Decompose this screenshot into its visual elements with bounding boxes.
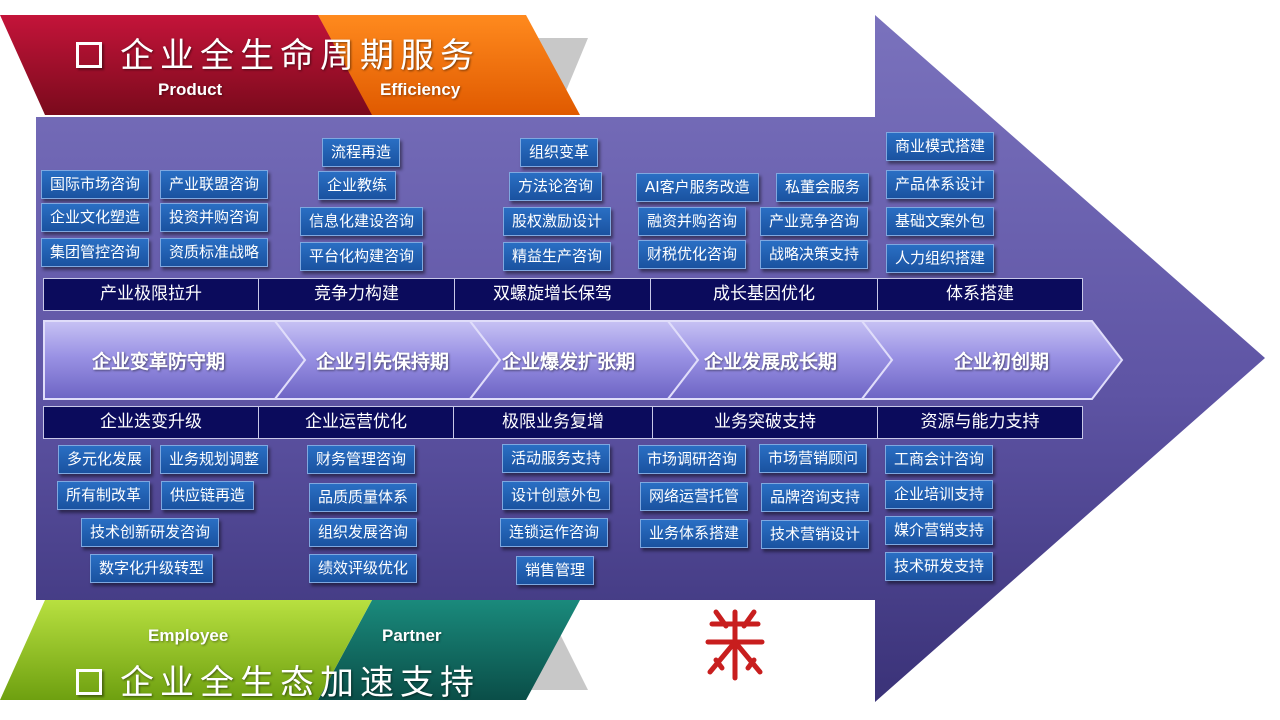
- service-chip: 业务体系搭建: [640, 519, 749, 548]
- upper-bar-cell: 产业极限拉升: [44, 279, 259, 310]
- service-chip: 企业教练: [318, 171, 397, 200]
- upper-bar-cell: 成长基因优化: [651, 279, 878, 310]
- service-chip: 基础文案外包: [886, 207, 995, 236]
- service-chip: 网络运营托管: [640, 482, 749, 511]
- top-banner-title: 企业全生命周期服务: [76, 28, 480, 77]
- stage-chevrons: [43, 320, 1124, 400]
- top-banner-title-text: 企业全生命周期服务: [120, 36, 480, 76]
- service-chip: 流程再造: [322, 138, 401, 167]
- service-chip: 战略决策支持: [760, 240, 869, 269]
- bottom-banner-green: [0, 600, 372, 700]
- service-chip: 多元化发展: [58, 445, 152, 474]
- stage-label-5: 企业初创期: [954, 351, 1050, 373]
- stage-label-2: 企业引先保持期: [316, 351, 450, 373]
- upper-bar-cell: 体系搭建: [946, 284, 1014, 304]
- service-chip: 连锁运作咨询: [500, 518, 609, 547]
- service-chip: 信息化建设咨询: [300, 207, 424, 236]
- lower-bar-cell: 极限业务复增: [454, 407, 653, 438]
- service-chip: 资质标准战略: [160, 238, 269, 267]
- service-chip: 数字化升级转型: [90, 554, 214, 583]
- service-chip: 品牌咨询支持: [761, 483, 870, 512]
- bottom-banner-teal: [318, 600, 580, 700]
- service-chip: 人力组织搭建: [886, 244, 995, 273]
- service-chip: 技术创新研发咨询: [81, 518, 220, 547]
- service-chip: 方法论咨询: [509, 172, 603, 201]
- service-chip: 国际市场咨询: [41, 170, 150, 199]
- upper-bar-cell: 双螺旋增长保驾: [455, 279, 651, 310]
- service-chip: 业务规划调整: [160, 445, 269, 474]
- upper-bar-cell: 竞争力构建: [259, 279, 455, 310]
- service-chip: 企业培训支持: [885, 480, 994, 509]
- lower-bar-cell: 企业迭变升级: [44, 407, 259, 438]
- service-chip: 组织发展咨询: [309, 518, 418, 547]
- stage-label-4: 企业发展成长期: [704, 351, 838, 373]
- checkbox-square-icon: [76, 669, 102, 695]
- service-chip: AI客户服务改造: [636, 173, 759, 202]
- service-chip: 所有制改革: [57, 481, 151, 510]
- service-chip: 市场调研咨询: [638, 445, 747, 474]
- tag-efficiency: Efficiency: [380, 80, 461, 99]
- service-chip: 产业竞争咨询: [760, 207, 869, 236]
- service-chip: 供应链再造: [161, 481, 255, 510]
- service-chip: 商业模式搭建: [886, 132, 995, 161]
- service-chip: 媒介营销支持: [885, 516, 994, 545]
- tag-product: Product: [158, 80, 223, 99]
- tag-employee: Employee: [148, 626, 229, 645]
- lower-bar-cell: 企业运营优化: [259, 407, 454, 438]
- service-chip: 财务管理咨询: [307, 445, 416, 474]
- service-chip: 产品体系设计: [886, 170, 995, 199]
- service-chip: 投资并购咨询: [160, 203, 269, 232]
- service-chip: 销售管理: [516, 556, 595, 585]
- seal-logo-icon: [705, 609, 765, 681]
- service-chip: 活动服务支持: [502, 444, 611, 473]
- service-chip: 集团管控咨询: [41, 238, 150, 267]
- stage-label-1: 企业变革防守期: [92, 351, 226, 373]
- top-banner-red: [0, 15, 372, 115]
- service-chip: 精益生产咨询: [503, 242, 612, 271]
- service-chip: 组织变革: [520, 138, 599, 167]
- service-chip: 平台化构建咨询: [300, 242, 424, 271]
- upper-category-bar: 产业极限拉升 竞争力构建 双螺旋增长保驾 成长基因优化 体系搭建: [43, 278, 1083, 311]
- service-chip: 市场营销顾问: [759, 444, 868, 473]
- chevron-5: [859, 320, 1124, 400]
- service-chip: 产业联盟咨询: [160, 170, 269, 199]
- service-chip: 设计创意外包: [502, 481, 611, 510]
- lower-category-bar: 企业迭变升级 企业运营优化 极限业务复增 业务突破支持 资源与能力支持: [43, 406, 1083, 439]
- bottom-banner-title-text: 企业全生态加速支持: [120, 663, 480, 703]
- service-chip: 品质质量体系: [309, 483, 418, 512]
- service-chip: 企业文化塑造: [41, 203, 150, 232]
- service-chip: 财税优化咨询: [638, 240, 747, 269]
- service-chip: 绩效评级优化: [309, 554, 418, 583]
- service-chip: 技术营销设计: [761, 520, 870, 549]
- service-chip: 技术研发支持: [885, 552, 994, 581]
- service-chip: 融资并购咨询: [638, 207, 747, 236]
- checkbox-square-icon: [76, 42, 102, 68]
- stage-label-3: 企业爆发扩张期: [502, 351, 636, 373]
- lower-bar-cell: 业务突破支持: [653, 407, 878, 438]
- service-chip: 股权激励设计: [503, 207, 612, 236]
- tag-partner: Partner: [382, 626, 442, 645]
- bottom-banner-title: 企业全生态加速支持: [76, 655, 480, 704]
- top-banner-orange: [318, 15, 580, 115]
- service-chip: 工商会计咨询: [885, 445, 994, 474]
- lower-bar-cell: 资源与能力支持: [920, 412, 1040, 432]
- service-chip: 私董会服务: [776, 173, 870, 202]
